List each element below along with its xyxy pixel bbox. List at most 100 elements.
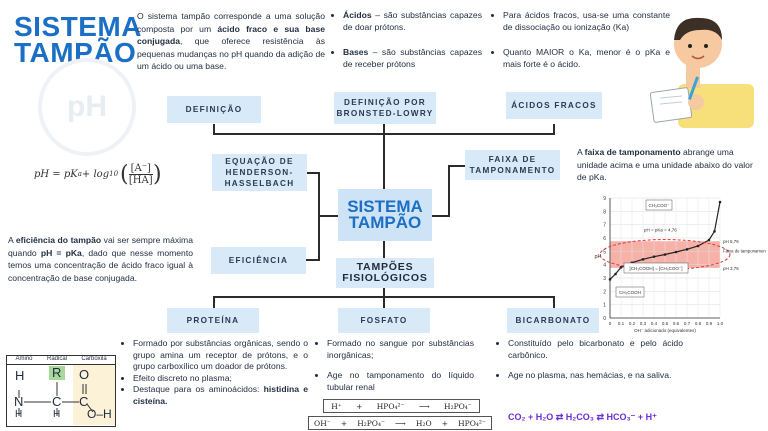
y-tick-label: 4 <box>603 263 606 269</box>
data-point <box>718 200 722 204</box>
annotation-ph-low: pH 3,76 <box>723 266 739 271</box>
data-point <box>641 258 645 261</box>
data-point <box>685 248 689 251</box>
y-tick-label: 7 <box>603 223 606 229</box>
data-point <box>713 230 716 233</box>
x-tick-label: 0.7 <box>684 321 691 326</box>
connector-line <box>448 165 450 217</box>
x-tick-label: 0.3 <box>640 321 647 326</box>
y-tick-label: 0 <box>603 316 606 322</box>
data-point <box>619 266 623 269</box>
annotation-mix: [CH₃COOH] = [CH₃COO⁻] <box>630 266 683 271</box>
radical-header: Radical <box>41 356 73 364</box>
amino-n: N <box>14 394 24 409</box>
connector-line <box>213 133 555 135</box>
connector-line <box>383 290 385 308</box>
annotation-faixa: Faixa de tamponamento <box>723 249 766 254</box>
data-point <box>674 250 678 254</box>
annotation-bottom: CH₃COOH <box>619 290 641 295</box>
data-point <box>614 272 617 276</box>
annotation-ph-high: pH 5,76 <box>723 239 739 244</box>
y-tick-label: 8 <box>603 209 606 215</box>
proteina-text: Formado por substâncias orgânicas, sendo… <box>122 338 308 407</box>
annotation-box <box>623 262 689 274</box>
y-tick-label: 2 <box>603 289 606 295</box>
box-acidos-fracos: ÁCIDOS FRACOS <box>506 92 602 119</box>
connector-line <box>318 215 320 261</box>
alpha-h: H <box>53 409 61 420</box>
annotation-box <box>645 199 673 211</box>
y-tick-label: 3 <box>603 276 606 282</box>
box-fosfato: FOSFATO <box>338 308 430 333</box>
x-axis-label: OH⁻ adicionado (equivalentes) <box>634 328 696 333</box>
x-tick-label: 0.9 <box>706 321 713 326</box>
connector-line <box>553 124 555 134</box>
bicarbonato-text: Constituído pelo bicarbonato e pelo ácid… <box>497 338 683 382</box>
data-point <box>696 244 700 248</box>
box-eficiencia: EFICIÊNCIA <box>211 247 306 274</box>
connector-line <box>448 165 466 167</box>
connector-line <box>432 215 450 217</box>
alpha-carbon: C <box>52 394 62 409</box>
box-proteina: PROTEÍNA <box>167 308 259 333</box>
connector-line <box>306 259 320 261</box>
x-tick-label: 0.5 <box>662 321 669 326</box>
student-illustration-icon <box>650 17 754 128</box>
connector-line <box>306 172 320 174</box>
carboxyl-oh: O–H <box>87 407 112 421</box>
data-point <box>663 253 667 256</box>
x-tick-label: 0.8 <box>695 321 702 326</box>
amino-acid-diagram: Amino Radical Carboxila H N H R C H C O … <box>6 355 116 427</box>
data-point <box>608 278 612 281</box>
buffer-ellipse <box>599 239 731 271</box>
box-bicarbonato: BICARBONATO <box>507 308 599 333</box>
x-tick-label: 0 <box>609 321 612 326</box>
annotation-mid: pH = pKa = 4,76 <box>644 227 677 232</box>
x-tick-label: 0.6 <box>673 321 680 326</box>
connector-line <box>553 296 555 308</box>
fosfato-reaction-1: H⁺+HPO₄²⁻⟶H₂PO₄⁻ <box>323 399 480 413</box>
y-tick-label: 5 <box>603 249 606 255</box>
x-tick-label: 1.0 <box>717 321 724 326</box>
amino-h-top: H <box>15 368 25 383</box>
amino-header: Amino <box>7 356 41 364</box>
connector-line <box>213 296 215 308</box>
carboxyl-o: O <box>79 367 90 382</box>
bicarbonato-equation: CO₂ + H₂O ⇄ H₂CO₃ ⇄ HCO₃⁻ + H⁺ <box>508 412 657 422</box>
data-point <box>652 255 656 258</box>
y-tick-label: 9 <box>603 196 606 202</box>
annotation-box <box>615 286 645 298</box>
paren-right-icon: ) <box>152 161 162 187</box>
carboxila-header: Carboxila <box>73 356 115 364</box>
annotation-top: CH₃COO⁻ <box>649 203 671 208</box>
fosfato-text: Formado no sangue por substâncias inorgâ… <box>316 338 474 393</box>
arrow-right-icon: ⟶ <box>395 418 406 428</box>
connector-line <box>318 215 338 217</box>
x-tick-label: 0.4 <box>651 321 658 326</box>
bronsted-text: Ácidos – são substâncias capazes de doar… <box>332 10 482 70</box>
eficiencia-text: A eficiência do tampão vai ser sempre má… <box>8 235 193 283</box>
faixa-text: A faixa de tamponamento abrange uma unid… <box>577 147 753 182</box>
ph-watermark-icon: pH <box>38 58 136 156</box>
radical-r: R <box>52 365 62 380</box>
title-line1: SISTEMA <box>14 11 142 42</box>
connector-line <box>318 172 320 216</box>
carboxyl-carbon: C <box>79 394 89 409</box>
fosfato-reaction-2: OH⁻+H₂PO₄⁻⟶H₂O+HPO₄²⁻ <box>308 416 492 430</box>
weak-acids-text: Para ácidos fracos, usa-se uma constante… <box>492 10 670 70</box>
amino-h-bottom: H <box>15 409 23 420</box>
connector-line <box>213 124 215 134</box>
page-title: SISTEMA TAMPÃO <box>14 11 142 67</box>
y-tick-label: 6 <box>603 236 606 242</box>
data-point <box>707 238 711 242</box>
paren-left-icon: ( <box>120 161 129 187</box>
intro-text: O sistema tampão corresponde a uma soluç… <box>137 11 326 71</box>
x-tick-label: 0.2 <box>629 321 636 326</box>
box-definicao: DEFINIÇÃO <box>167 96 261 123</box>
